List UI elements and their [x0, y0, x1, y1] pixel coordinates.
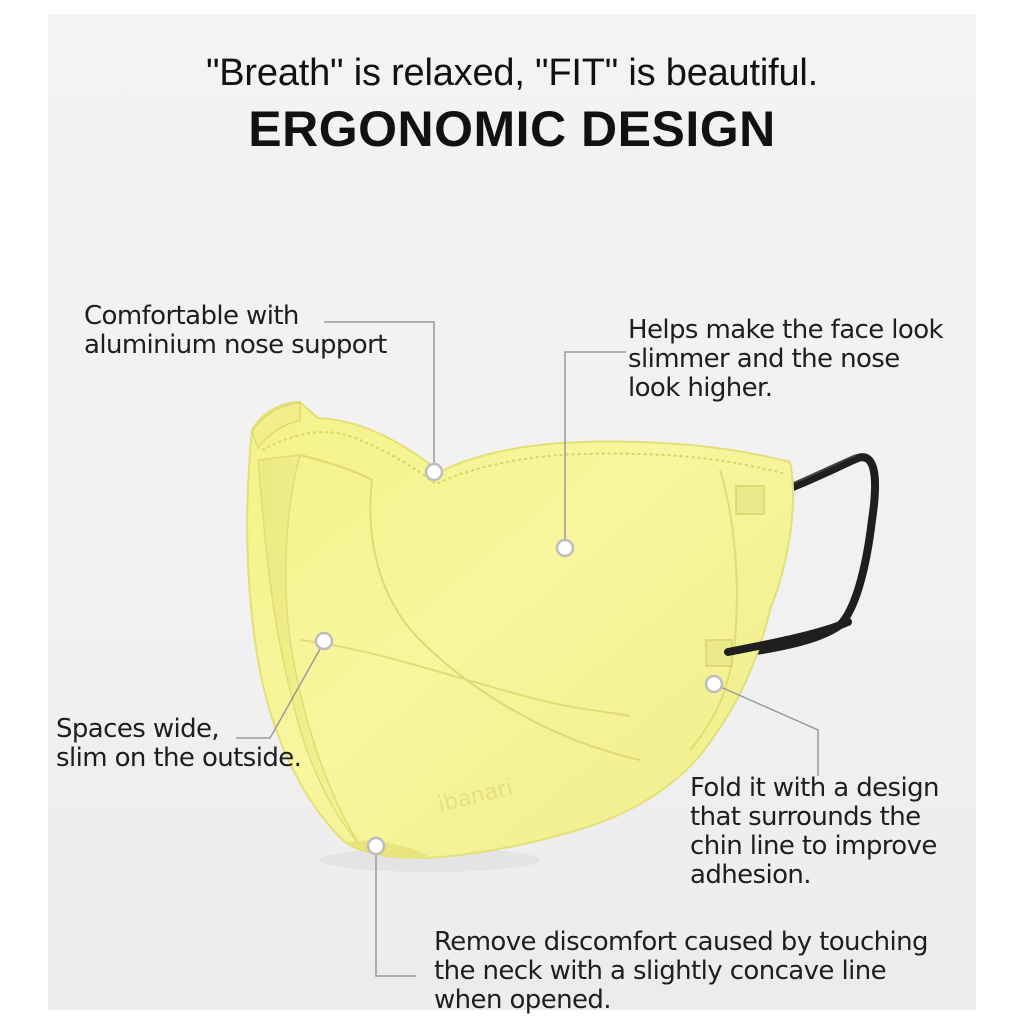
- callout-wide-space: Spaces wide, slim on the outside.: [56, 714, 302, 773]
- mask-body: [246, 400, 795, 860]
- callout-nose-support: Comfortable with aluminium nose support: [84, 302, 387, 360]
- callout-line: Fold it with a design: [690, 773, 939, 803]
- callout-chin-fold: Fold it with a design that surrounds the…: [690, 774, 939, 890]
- chin-band: [345, 840, 430, 859]
- upper-strap: [726, 453, 880, 659]
- center-fold: [299, 454, 641, 761]
- top-stitch: [261, 431, 786, 486]
- callout-dots: [314, 462, 724, 856]
- right-edge-fold: [689, 469, 738, 751]
- callout-line: when opened.: [434, 985, 612, 1015]
- leader-neck: [375, 846, 416, 977]
- callout-line: Spaces wide,: [56, 714, 220, 744]
- dot-neck: [366, 836, 386, 856]
- headline: ERGONOMIC DESIGN: [248, 101, 776, 157]
- dot-slim: [555, 538, 575, 558]
- leader-nose: [324, 321, 435, 470]
- callout-neck-concave: Remove discomfort caused by touching the…: [434, 927, 929, 1015]
- callout-line: that surrounds the: [690, 802, 921, 832]
- callout-line: aluminium nose support: [84, 330, 387, 360]
- dot-chin: [704, 674, 724, 694]
- callout-line: adhesion.: [690, 860, 812, 890]
- callout-line: look higher.: [628, 373, 773, 403]
- dot-wide: [314, 631, 334, 651]
- callout-slim-face: Helps make the face look slimmer and the…: [628, 315, 944, 403]
- leader-chin: [713, 683, 819, 776]
- callout-line: the neck with a slightly concave line: [434, 956, 887, 986]
- callout-line: slimmer and the nose: [628, 344, 900, 374]
- tagline: "Breath" is relaxed, "FIT" is beautiful.: [206, 52, 818, 94]
- upper-strap-patch: [735, 485, 765, 515]
- dot-nose: [424, 462, 444, 482]
- callout-line: slim on the outside.: [56, 743, 302, 773]
- callout-line: Remove discomfort caused by touching: [434, 927, 929, 957]
- diagonal-fold: [299, 639, 631, 717]
- nose-clip: [251, 402, 301, 450]
- callout-line: Comfortable with: [84, 301, 299, 331]
- callout-line: chin line to improve: [690, 831, 937, 861]
- leader-slim: [564, 351, 626, 546]
- lower-strap: [724, 618, 852, 656]
- leader-wide: [236, 641, 325, 739]
- leader-lines: [236, 321, 819, 977]
- callout-line: Helps make the face look: [628, 315, 944, 345]
